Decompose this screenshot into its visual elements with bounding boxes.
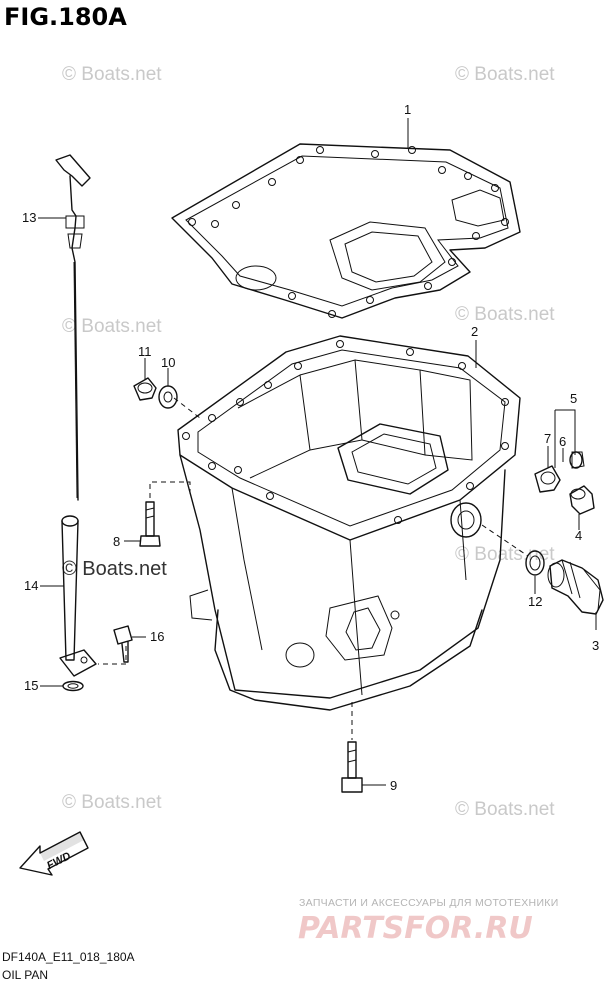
watermark-boats: © Boats.net xyxy=(62,316,162,337)
watermark-boats: © Boats.net xyxy=(455,304,555,325)
watermark-boats: © Boats.net xyxy=(62,64,162,85)
fwd-arrow-icon: FWD xyxy=(19,831,89,876)
callout-6: 6 xyxy=(559,434,566,449)
callout-3: 3 xyxy=(592,638,599,653)
watermark-boats: © Boats.net xyxy=(455,799,555,820)
part-oil-pan xyxy=(177,335,521,711)
part-fitting-7 xyxy=(534,465,561,493)
part-o-ring-12 xyxy=(525,550,545,576)
callout-4: 4 xyxy=(575,528,582,543)
leader-lines xyxy=(38,118,597,786)
callout-16: 16 xyxy=(150,629,164,644)
watermark-boats-dark: © Boats.net xyxy=(62,558,167,580)
callout-13: 13 xyxy=(22,210,36,225)
figure-title: FIG.180A xyxy=(4,3,127,31)
part-o-ring-15 xyxy=(62,680,84,692)
part-drain-plug xyxy=(547,559,604,615)
figure-caption: OIL PAN xyxy=(2,968,48,982)
part-bolt-16 xyxy=(113,625,133,663)
part-plug-11 xyxy=(133,377,157,401)
callout-14: 14 xyxy=(24,578,38,593)
part-bolt-9 xyxy=(341,741,363,793)
callout-5: 5 xyxy=(570,391,577,406)
watermark-brand: PARTSFOR.RU xyxy=(298,911,533,946)
part-guide-tube xyxy=(59,515,97,677)
watermark-boats: © Boats.net xyxy=(455,64,555,85)
part-dipstick xyxy=(55,154,91,501)
part-bolt-8 xyxy=(139,501,161,547)
callout-9: 9 xyxy=(390,778,397,793)
callout-12: 12 xyxy=(528,594,542,609)
part-washer-10 xyxy=(158,385,178,409)
watermark-group: © Boats.net © Boats.net © Boats.net © Bo… xyxy=(62,64,555,820)
callout-labels: 1 2 3 4 5 6 7 8 9 10 11 12 13 14 15 16 xyxy=(22,102,599,793)
part-cap-4 xyxy=(569,485,595,515)
callout-10: 10 xyxy=(161,355,175,370)
callout-7: 7 xyxy=(544,431,551,446)
callout-15: 15 xyxy=(24,678,38,693)
callout-1: 1 xyxy=(404,102,411,117)
watermark-boats: © Boats.net xyxy=(62,792,162,813)
part-gasket xyxy=(171,143,521,319)
figure-code: DF140A_E11_018_180A xyxy=(2,950,135,964)
callout-8: 8 xyxy=(113,534,120,549)
callout-2: 2 xyxy=(471,324,478,339)
part-plug-6 xyxy=(569,451,585,469)
callout-11: 11 xyxy=(138,344,152,359)
watermark-ru-text: ЗАПЧАСТИ И АКСЕССУАРЫ ДЛЯ МОТОТЕХНИКИ xyxy=(299,897,559,909)
